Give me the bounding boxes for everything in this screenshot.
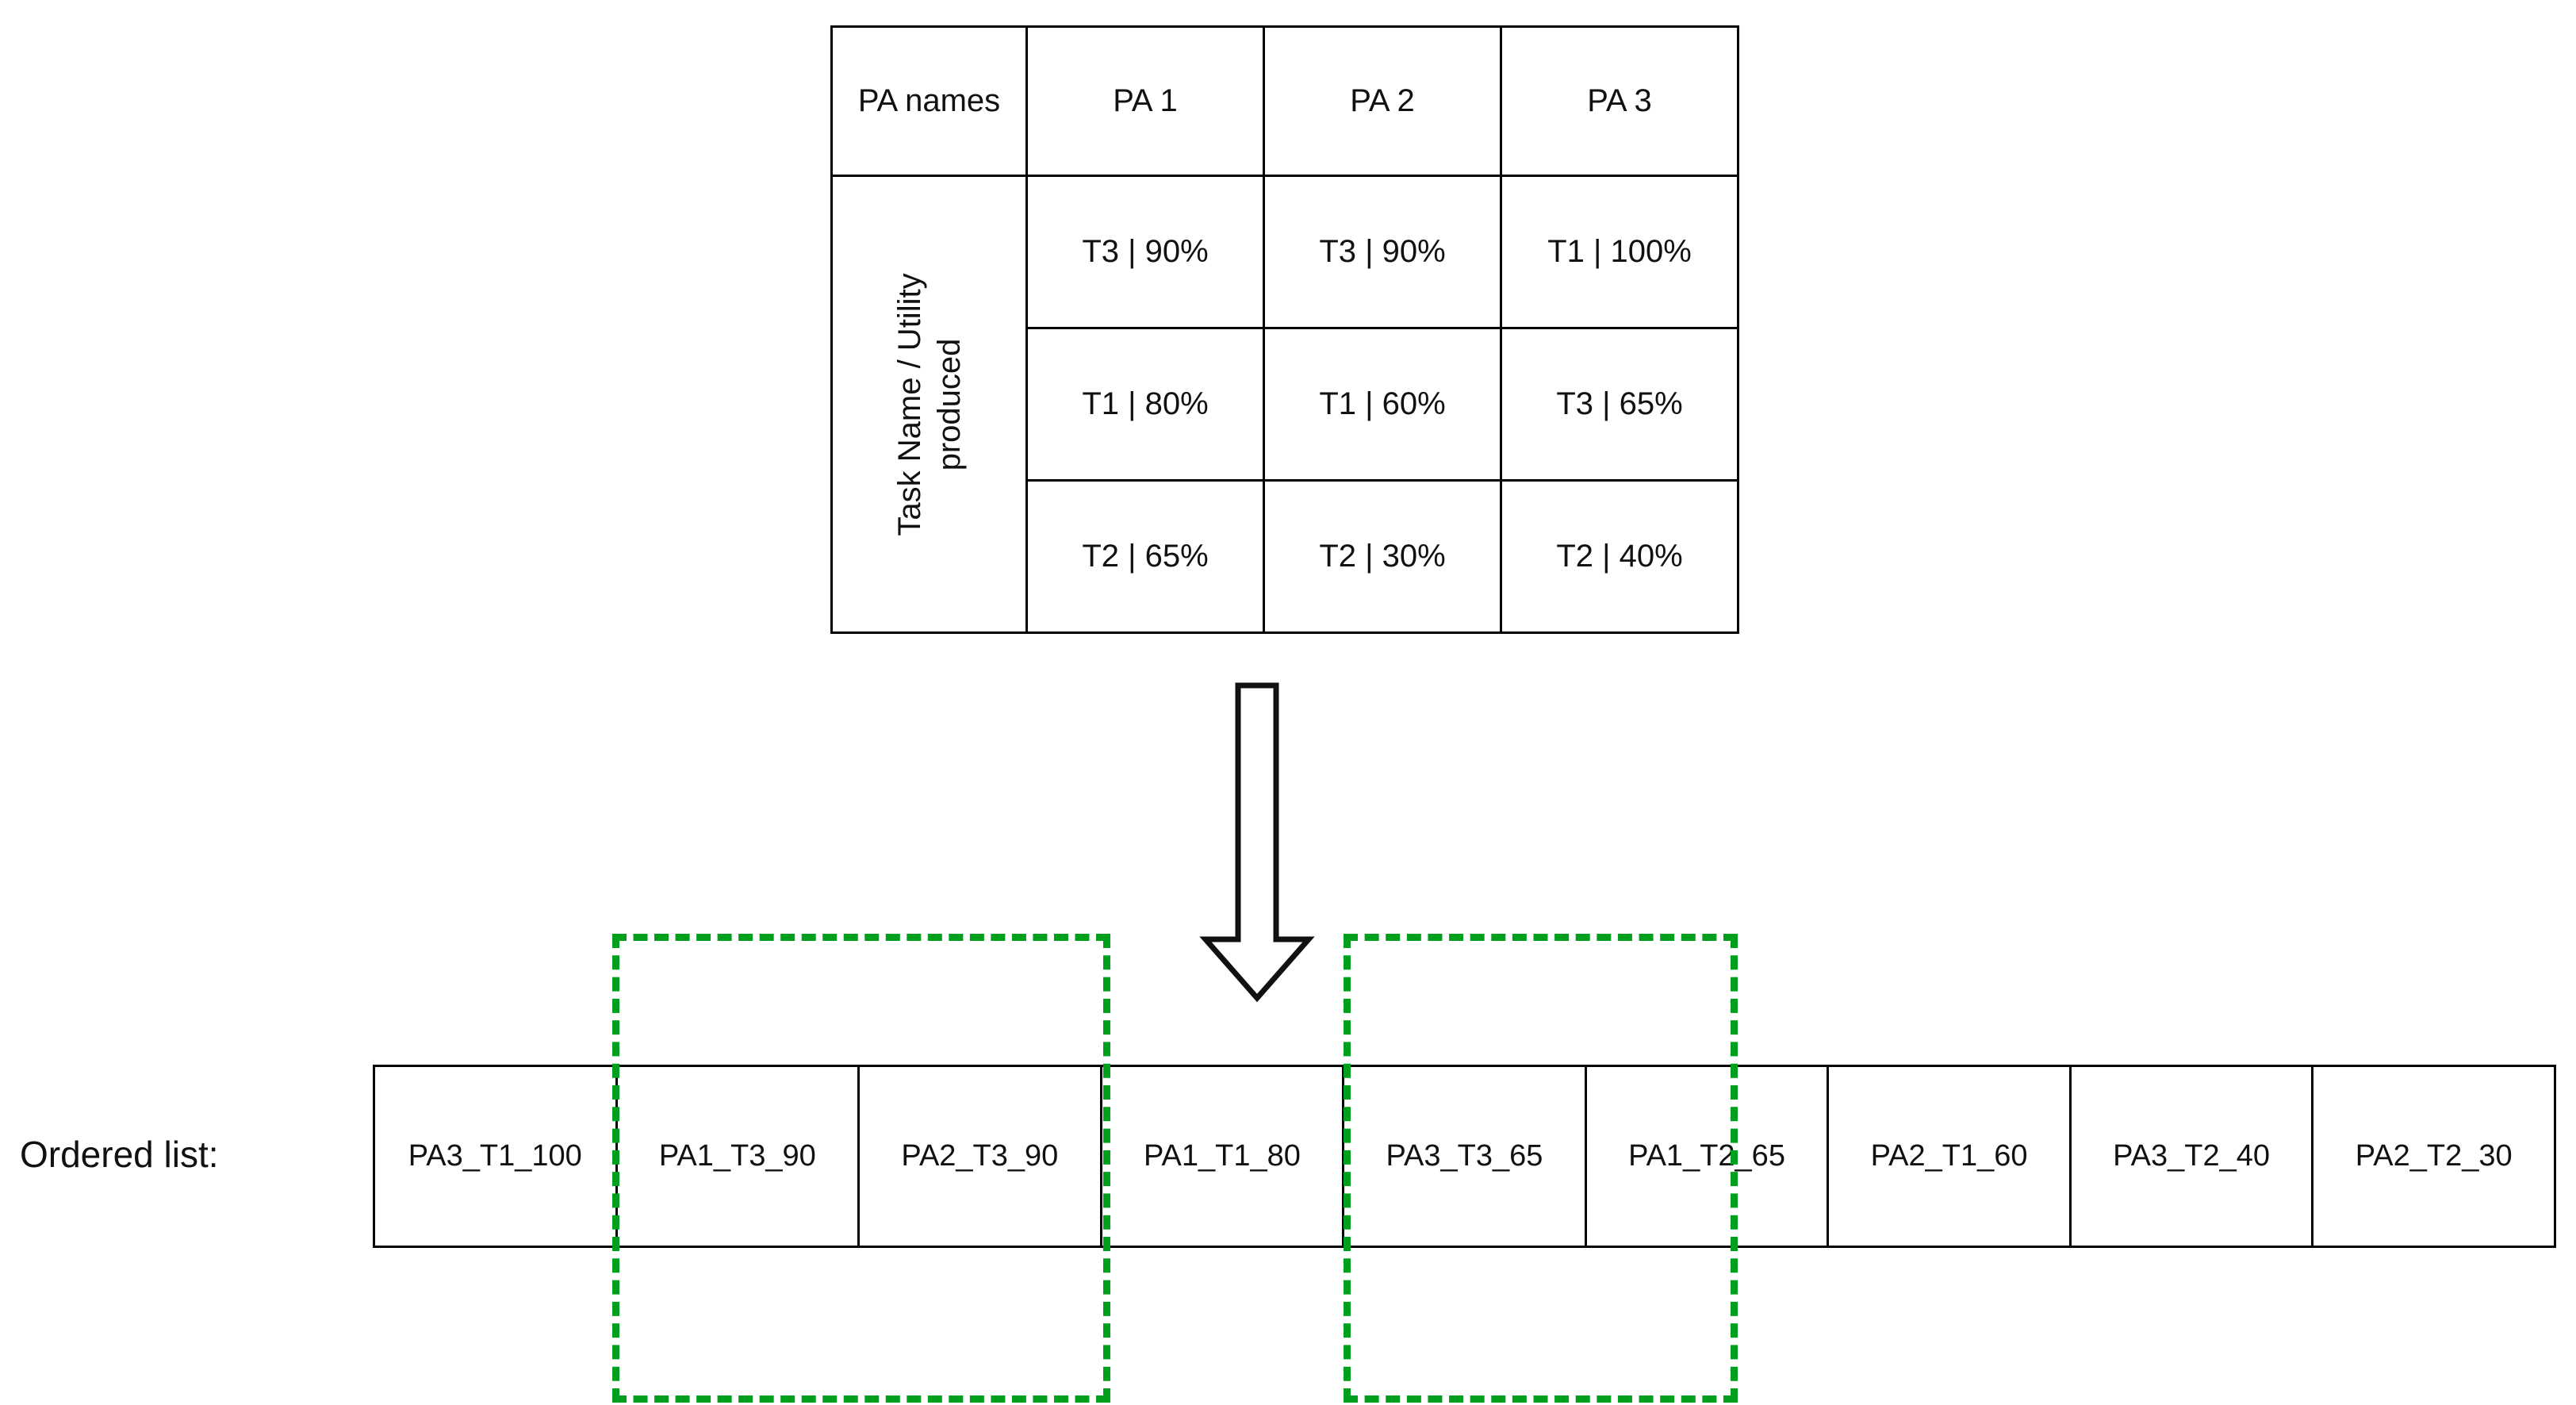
- matrix-cell: T1 | 100%: [1500, 175, 1739, 329]
- matrix-row: T2 | 65% T2 | 30% T2 | 40%: [832, 479, 1739, 634]
- matrix-cell: T3 | 90%: [1025, 175, 1265, 329]
- matrix-header-pa-1: PA 1: [1025, 25, 1265, 177]
- matrix-cell: T2 | 40%: [1500, 479, 1739, 634]
- matrix-row: T1 | 80% T1 | 60% T3 | 65%: [832, 327, 1739, 482]
- matrix-cell: T3 | 90%: [1263, 175, 1502, 329]
- ordered-list-cell-4: PA1_T1_80: [1099, 1065, 1345, 1248]
- matrix-row: Task Name / Utility produced T3 | 90% T3…: [830, 175, 1739, 634]
- ordered-list-table: PA3_T1_100 PA1_T3_90 PA2_T3_90 PA1_T1_80…: [373, 1065, 2556, 1248]
- arrow-outline: [1199, 682, 1315, 1003]
- matrix-cell: T1 | 60%: [1263, 327, 1502, 482]
- matrix-header-pa-2: PA 2: [1263, 25, 1502, 177]
- ordered-list-cell-1: PA3_T1_100: [373, 1065, 618, 1248]
- matrix-header-pa-3: PA 3: [1500, 25, 1739, 177]
- ordered-list-cell-2: PA1_T3_90: [615, 1065, 861, 1248]
- ordered-list-cell-8: PA3_T2_40: [2068, 1065, 2314, 1248]
- matrix-row-axis-label: Task Name / Utility produced: [891, 272, 967, 536]
- matrix-cell: T2 | 30%: [1263, 479, 1502, 634]
- ordered-list-cell-6: PA1_T2_65: [1584, 1065, 1830, 1248]
- ordered-list-cell-5: PA3_T3_65: [1342, 1065, 1587, 1248]
- matrix-header-pa-names: PA names: [830, 25, 1028, 177]
- ordered-list-cell-7: PA2_T1_60: [1827, 1065, 2072, 1248]
- matrix-row-axis-label-cell: Task Name / Utility produced: [830, 175, 1028, 634]
- ordered-list-cell-9: PA2_T2_30: [2311, 1065, 2556, 1248]
- down-block-arrow-icon: [1199, 682, 1315, 1003]
- matrix-header-row: PA names PA 1 PA 2 PA 3: [830, 25, 1739, 177]
- pa-task-utility-matrix: PA names PA 1 PA 2 PA 3 Task Name / Util…: [830, 25, 1739, 634]
- matrix-cell: T1 | 80%: [1025, 327, 1265, 482]
- matrix-cell: T3 | 65%: [1500, 327, 1739, 482]
- ordered-list-cell-3: PA2_T3_90: [857, 1065, 1102, 1248]
- ordered-list-label: Ordered list:: [20, 1134, 219, 1175]
- matrix-cell: T2 | 65%: [1025, 479, 1265, 634]
- ordered-list-row: PA3_T1_100 PA1_T3_90 PA2_T3_90 PA1_T1_80…: [373, 1065, 2556, 1248]
- rotated-label-wrapper: Task Name / Utility produced: [833, 177, 1025, 631]
